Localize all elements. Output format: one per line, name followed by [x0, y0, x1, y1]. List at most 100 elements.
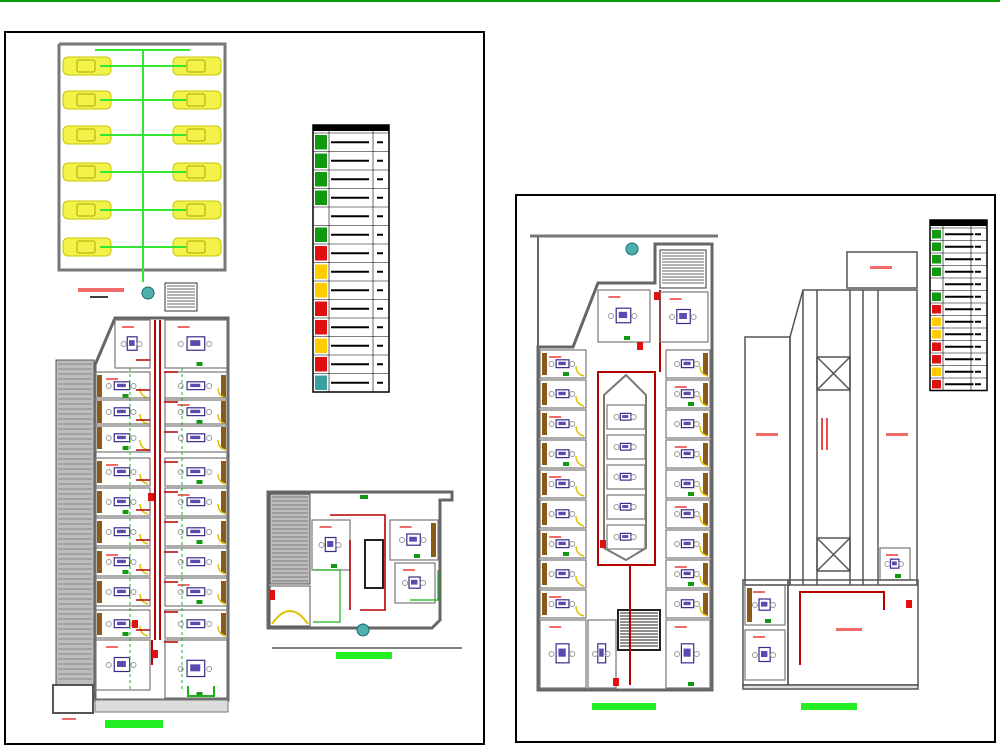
room-wall: [164, 397, 229, 427]
shelf: [703, 353, 708, 375]
chair: [613, 444, 620, 450]
legend-quantity: [975, 258, 981, 261]
office-room: [94, 397, 151, 427]
room-note: [549, 626, 562, 628]
legend-description: [945, 383, 974, 386]
chair: [335, 542, 342, 548]
section-lower-route: [799, 591, 885, 665]
chair: [693, 391, 700, 397]
shelf: [542, 593, 547, 615]
chair: [177, 666, 184, 672]
shelf: [542, 503, 547, 525]
office-room: [879, 547, 911, 581]
shelf: [703, 593, 708, 615]
legend-description: [331, 196, 369, 199]
chair: [206, 589, 213, 595]
legend-quantity: [377, 233, 383, 236]
shelf: [97, 613, 102, 635]
room-wall: [665, 409, 711, 439]
chair: [592, 651, 598, 657]
shelf: [97, 551, 102, 573]
door-swing: [217, 473, 227, 485]
chair: [674, 511, 680, 517]
legend-header: [313, 125, 389, 131]
chair: [674, 601, 680, 607]
legend-description: [945, 270, 974, 273]
chair: [674, 391, 680, 397]
stair-treads: [167, 285, 195, 308]
monitor: [683, 421, 691, 426]
room-note: [106, 464, 118, 466]
chair: [548, 571, 555, 577]
office-room: [659, 291, 709, 343]
legend-quantity: [975, 333, 981, 336]
legend-description: [331, 289, 369, 292]
small-stair-core: [364, 539, 384, 589]
exit-sign: [122, 394, 129, 398]
chair: [399, 537, 405, 543]
chair: [206, 621, 213, 627]
monitor: [683, 451, 691, 456]
room-note: [753, 591, 765, 593]
car-roof: [186, 93, 206, 107]
office-room: [94, 639, 151, 691]
room-note: [549, 476, 562, 478]
office-room: [665, 619, 711, 689]
door-swing: [575, 605, 585, 617]
extinguisher-icon: [132, 620, 138, 628]
chair: [690, 314, 697, 320]
chair: [130, 589, 137, 595]
small-title-bar: [336, 652, 392, 659]
legend-symbol: [932, 242, 941, 251]
office-room: [164, 577, 229, 607]
door-swing: [139, 593, 149, 605]
monitor: [117, 469, 126, 474]
door-swing: [575, 515, 585, 527]
office-room: [94, 609, 151, 639]
office-room: [539, 349, 587, 379]
monitor: [190, 529, 201, 534]
legend-description: [331, 344, 369, 347]
chair: [177, 559, 184, 565]
chair: [105, 621, 112, 627]
chair: [608, 313, 614, 319]
monitor: [599, 648, 604, 657]
legend-description: [945, 345, 974, 348]
chair: [177, 409, 184, 415]
room-wall: [164, 457, 229, 487]
left-title-bar: [105, 720, 163, 728]
shelf: [747, 588, 752, 622]
room-wall: [94, 457, 151, 487]
office-room: [597, 289, 651, 343]
room-wall: [539, 469, 587, 499]
legend-description: [945, 370, 974, 373]
office-room: [539, 379, 587, 409]
room-wall: [665, 349, 711, 379]
door-swing: [575, 485, 585, 497]
legend-symbol: [315, 375, 327, 390]
legend-description: [331, 381, 369, 384]
chair: [177, 469, 184, 475]
monitor: [117, 589, 126, 594]
monitor: [558, 421, 566, 426]
exit-sign: [196, 692, 203, 696]
right-stair-bottom-treads: [620, 612, 658, 647]
legend-description: [945, 358, 974, 361]
room-wall: [94, 371, 151, 401]
shelf: [97, 521, 102, 543]
office-room: [587, 619, 617, 689]
shelf: [542, 533, 547, 555]
monitor: [411, 579, 418, 585]
chair: [206, 341, 213, 347]
room-note: [753, 636, 765, 638]
section-note-1: [870, 266, 892, 269]
legend-quantity: [377, 307, 383, 310]
right-assembly-icon: [625, 242, 639, 256]
room-note: [319, 526, 332, 528]
shelf: [221, 427, 226, 449]
door-swing: [217, 439, 227, 451]
car-roof: [186, 59, 206, 73]
chair: [613, 414, 620, 420]
chair: [631, 313, 638, 319]
